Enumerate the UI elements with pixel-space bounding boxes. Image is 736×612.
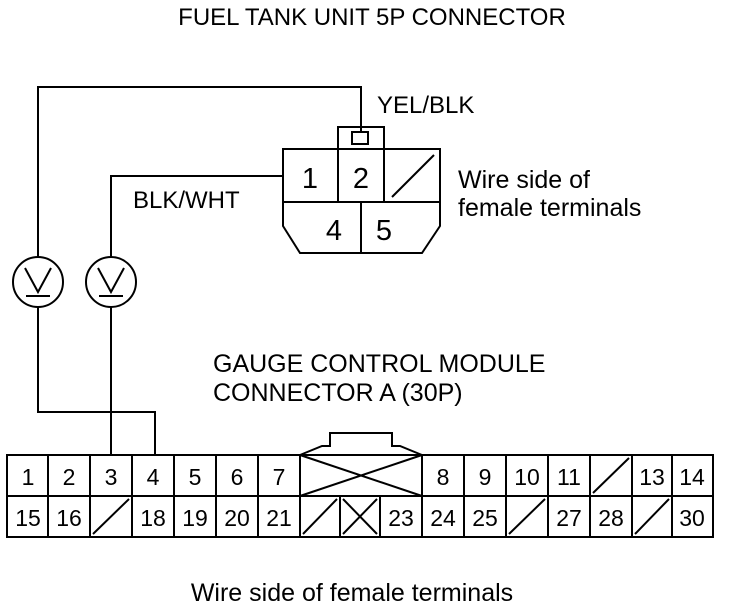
fuel-pin-5: 5	[376, 215, 392, 247]
module-pin-label: 25	[472, 505, 498, 531]
module-row2-labels: 15 16 18 19 20 21 23 24 25 27 28 30	[15, 505, 705, 531]
wire-meter1-to-pin4	[37, 306, 156, 455]
module-title-2: CONNECTOR A (30P)	[213, 379, 463, 407]
module-pin-label: 23	[388, 505, 414, 531]
wire-yel-blk	[37, 86, 362, 258]
module-pin-label: 28	[598, 505, 624, 531]
module-pin-label: 7	[273, 464, 286, 490]
module-pin-label: 21	[266, 505, 292, 531]
connector-body	[282, 148, 441, 254]
footer-label: Wire side of female terminals	[191, 579, 513, 607]
fuel-tank-connector: 1 2 4 5	[282, 126, 441, 254]
module-pin-label: 30	[679, 505, 705, 531]
empty-cavity-22a	[302, 498, 338, 535]
module-pin-label: 5	[189, 464, 202, 490]
module-pin-label: 1	[22, 464, 35, 490]
empty-cavity-26	[508, 498, 546, 535]
fuel-side-label-2: female terminals	[458, 194, 641, 222]
empty-cavity-12	[592, 457, 630, 494]
wire-blk-wht	[110, 175, 283, 258]
empty-cavity-17	[92, 498, 130, 535]
module-pin-label: 18	[140, 505, 166, 531]
module-pin-label: 9	[479, 464, 492, 490]
wire-label-blk-wht: BLK/WHT	[133, 187, 240, 214]
fuel-pin-2: 2	[353, 163, 369, 195]
fuel-side-label-1: Wire side of	[458, 166, 590, 194]
module-pin-label: 13	[639, 464, 665, 490]
module-pin-label: 16	[56, 505, 82, 531]
module-pin-label: 10	[514, 464, 540, 490]
module-pin-label: 15	[15, 505, 41, 531]
module-pin-label: 27	[556, 505, 582, 531]
connector-lock-tab-inner	[351, 131, 369, 145]
module-pin-label: 4	[147, 464, 160, 490]
wires	[37, 86, 362, 455]
module-row1-labels: 1 2 3 4 5 6 7 8 9 10 11 13 14	[22, 464, 705, 490]
fuel-pin-4: 4	[326, 215, 342, 247]
module-title-1: GAUGE CONTROL MODULE	[213, 350, 545, 378]
empty-cavity-mark	[391, 154, 435, 198]
module-pin-label: 24	[430, 505, 456, 531]
module-pin-label: 11	[557, 464, 581, 490]
module-pin-label: 6	[231, 464, 244, 490]
voltmeter-icon	[85, 256, 137, 308]
fuel-pin-1: 1	[302, 163, 318, 195]
wire-label-yel-blk: YEL/BLK	[377, 92, 474, 119]
module-lock-tab	[299, 432, 423, 456]
module-pin-label: 2	[63, 464, 76, 490]
module-pin-label: 8	[437, 464, 450, 490]
module-pin-label: 3	[105, 464, 118, 490]
module-pin-label: 19	[182, 505, 208, 531]
voltmeter-icon	[12, 256, 64, 308]
diagram-title: FUEL TANK UNIT 5P CONNECTOR	[178, 4, 566, 31]
module-connector	[6, 432, 714, 538]
empty-cavity-29	[634, 498, 670, 535]
module-pin-label: 14	[679, 464, 705, 490]
module-pin-label: 20	[224, 505, 250, 531]
